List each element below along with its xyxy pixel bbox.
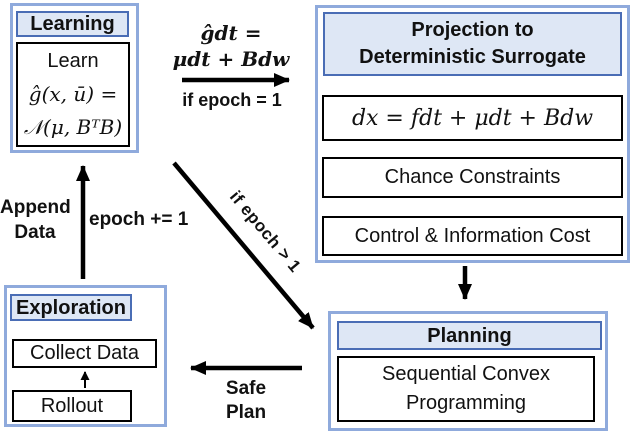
exploration-header: Exploration [10,294,132,321]
projection-title-line1: Projection to [411,19,534,41]
safe-plan-label: Safe Plan [214,377,278,425]
append-data-label: Append Data [0,195,71,245]
edge-condition-epoch1: if epoch = 1 [182,90,282,110]
edge-equation-line2: μdt + Bdw [172,47,290,71]
projection-item-control-cost: Control & Information Cost [322,216,623,256]
append-data-line1: Append [0,197,71,218]
exploration-title: Exploration [15,296,126,319]
learning-title: Learning [30,13,115,35]
control-info-cost-label: Control & Information Cost [354,224,591,247]
learning-line-ghat: ĝ(x, ū) = [28,82,118,106]
dynamics-equation: dx = fdt + μdt + Bdw [351,105,594,131]
edge-equation-label: ĝdt = μdt + Bdw [163,20,299,72]
projection-item-dynamics: dx = fdt + μdt + Bdw [322,95,623,141]
learning-line-normal: 𝒩(μ, BᵀB) [23,115,123,139]
edge-equation-line1: ĝdt = [200,21,262,45]
safe-plan-line2: Plan [225,402,267,423]
scp-line1: Sequential Convex [382,363,550,385]
safe-plan-line1: Safe [225,378,267,399]
rollout-box: Rollout [12,390,132,422]
collect-data-box: Collect Data [12,339,157,368]
planning-title: Planning [427,324,512,347]
learning-model-box: Learn ĝ(x, ū) = 𝒩(μ, BᵀB) [16,42,130,147]
planning-scp-box: Sequential Convex Programming [337,356,595,422]
edge-condition-epoch-gt1: if epoch > 1 [225,187,305,277]
planning-box: Planning Sequential Convex Programming [328,311,608,431]
learning-line-learn: Learn [47,50,99,72]
epoch-increment-label: epoch += 1 [89,209,189,230]
append-data-line2: Data [14,222,56,243]
arrow-learning-to-planning [172,161,315,330]
projection-header: Projection to Deterministic Surrogate [323,12,622,76]
projection-box: Projection to Deterministic Surrogate dx… [315,5,630,263]
rollout-label: Rollout [40,394,104,417]
exploration-box: Exploration Collect Data Rollout [4,285,167,427]
projection-title-line2: Deterministic Surrogate [359,46,586,68]
collect-data-label: Collect Data [30,342,139,364]
scp-line2: Programming [405,392,527,414]
planning-header: Planning [337,321,602,350]
chance-constraints-label: Chance Constraints [384,166,561,188]
learning-header: Learning [16,11,129,37]
learning-box: Learning Learn ĝ(x, ū) = 𝒩(μ, BᵀB) [10,3,139,153]
projection-item-chance-constraints: Chance Constraints [322,157,623,198]
